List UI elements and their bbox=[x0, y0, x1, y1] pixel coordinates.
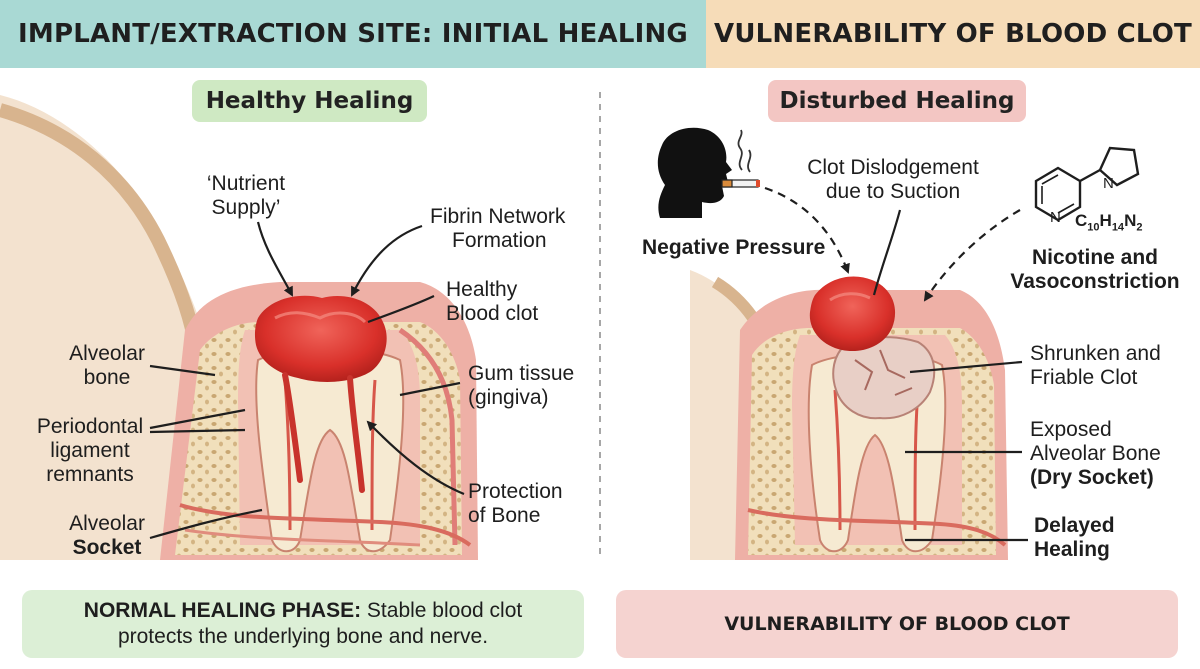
label-line: Healthy bbox=[446, 278, 518, 301]
label-line: Exposed bbox=[1030, 418, 1112, 441]
label-clot-dislodgement: Clot Dislodgement due to Suction bbox=[795, 156, 991, 204]
formula-h-sub: 14 bbox=[1111, 221, 1125, 234]
right-pointers bbox=[764, 186, 1028, 542]
cigarette-icon bbox=[721, 179, 760, 188]
formula-n-sub: 2 bbox=[1136, 221, 1143, 234]
label-line: Nicotine and bbox=[1031, 246, 1158, 269]
label-line: Alveolar bbox=[69, 342, 145, 365]
label-nicotine-vasoconstriction: Nicotine and Vasoconstriction bbox=[1000, 246, 1190, 294]
label-line: Vasoconstriction bbox=[1010, 270, 1180, 293]
label-gum-tissue: Gum tissue (gingiva) bbox=[468, 362, 574, 410]
ring-nitrogen-pyrrolidine: N bbox=[1103, 175, 1114, 192]
label-line: ligament bbox=[50, 439, 130, 462]
left-footer-note: NORMAL HEALING PHASE: Stable blood clot … bbox=[22, 590, 584, 658]
label-line: Alveolar bbox=[69, 512, 145, 535]
formula-c: C bbox=[1075, 211, 1088, 230]
right-header-title: VULNERABILITY OF BLOOD CLOT bbox=[714, 19, 1192, 49]
left-header-bar bbox=[0, 0, 706, 68]
label-line: Delayed bbox=[1034, 514, 1115, 537]
label-line: of Bone bbox=[468, 504, 541, 527]
label-line: ‘Nutrient bbox=[206, 172, 286, 195]
label-shrunken-friable-clot: Shrunken and Friable Clot bbox=[1030, 342, 1161, 390]
label-line: Alveolar Bone bbox=[1030, 442, 1161, 465]
dislodged-blood-clot bbox=[809, 276, 896, 352]
label-protection-of-bone: Protection of Bone bbox=[468, 480, 563, 528]
healthy-healing-pill: Healthy Healing bbox=[192, 80, 427, 122]
formula-n: N bbox=[1124, 211, 1137, 230]
label-line: Healing bbox=[1034, 538, 1110, 561]
label-line: Periodontal bbox=[36, 415, 144, 438]
footer-line-2: protects the underlying bone and nerve. bbox=[117, 625, 489, 648]
nicotine-formula: C10H14N2 bbox=[1075, 211, 1142, 237]
right-footer-note: VULNERABILITY OF BLOOD CLOT bbox=[616, 590, 1178, 658]
label-line: Supply’ bbox=[211, 196, 281, 219]
label-alveolar-socket: Alveolar Socket bbox=[52, 512, 162, 560]
right-jaw-illustration bbox=[690, 270, 1008, 560]
label-line: Formation bbox=[452, 229, 547, 252]
friable-clot bbox=[832, 336, 936, 420]
smoker-head-icon bbox=[657, 127, 732, 218]
label-line: Protection bbox=[468, 480, 563, 503]
ring-nitrogen-pyridine: N bbox=[1050, 209, 1061, 226]
formula-h: H bbox=[1099, 211, 1112, 230]
label-line: Friable Clot bbox=[1030, 366, 1138, 389]
formula-c-sub: 10 bbox=[1087, 221, 1100, 234]
label-negative-pressure: Negative Pressure bbox=[642, 236, 826, 259]
footer-line-1: Stable blood clot bbox=[361, 599, 523, 622]
label-line: remnants bbox=[46, 463, 134, 486]
label-line: Fibrin Network bbox=[430, 205, 566, 228]
label-periodontal-ligament: Periodontal ligament remnants bbox=[28, 415, 152, 487]
label-line: bone bbox=[83, 366, 131, 389]
label-nutrient-supply: ‘Nutrient Supply’ bbox=[186, 172, 306, 220]
label-line: Shrunken and bbox=[1030, 342, 1161, 365]
left-jaw-illustration bbox=[0, 95, 478, 560]
left-pointers bbox=[149, 221, 465, 540]
label-line: Clot Dislodgement bbox=[807, 156, 979, 179]
label-line: (Dry Socket) bbox=[1030, 466, 1154, 489]
label-exposed-alveolar-bone: Exposed Alveolar Bone (Dry Socket) bbox=[1030, 418, 1161, 490]
label-healthy-blood-clot: Healthy Blood clot bbox=[446, 278, 538, 326]
right-header-bar bbox=[706, 0, 1200, 68]
label-line: (gingiva) bbox=[468, 386, 549, 409]
healthy-blood-clot bbox=[254, 295, 387, 382]
footer-bold-lead: NORMAL HEALING PHASE: bbox=[83, 599, 362, 622]
smoke-icon bbox=[737, 129, 752, 173]
disturbed-healing-pill: Disturbed Healing bbox=[768, 80, 1026, 122]
label-line: Socket bbox=[72, 536, 142, 559]
label-line: due to Suction bbox=[825, 180, 961, 203]
label-alveolar-bone: Alveolar bone bbox=[52, 342, 162, 390]
label-line: Blood clot bbox=[446, 302, 539, 325]
label-delayed-healing: Delayed Healing bbox=[1034, 514, 1115, 562]
label-fibrin-network: Fibrin Network Formation bbox=[430, 205, 565, 253]
nicotine-molecule-icon bbox=[1034, 146, 1140, 222]
left-header-title: IMPLANT/EXTRACTION SITE: INITIAL HEALING bbox=[18, 19, 688, 49]
label-line: Gum tissue bbox=[468, 362, 575, 385]
